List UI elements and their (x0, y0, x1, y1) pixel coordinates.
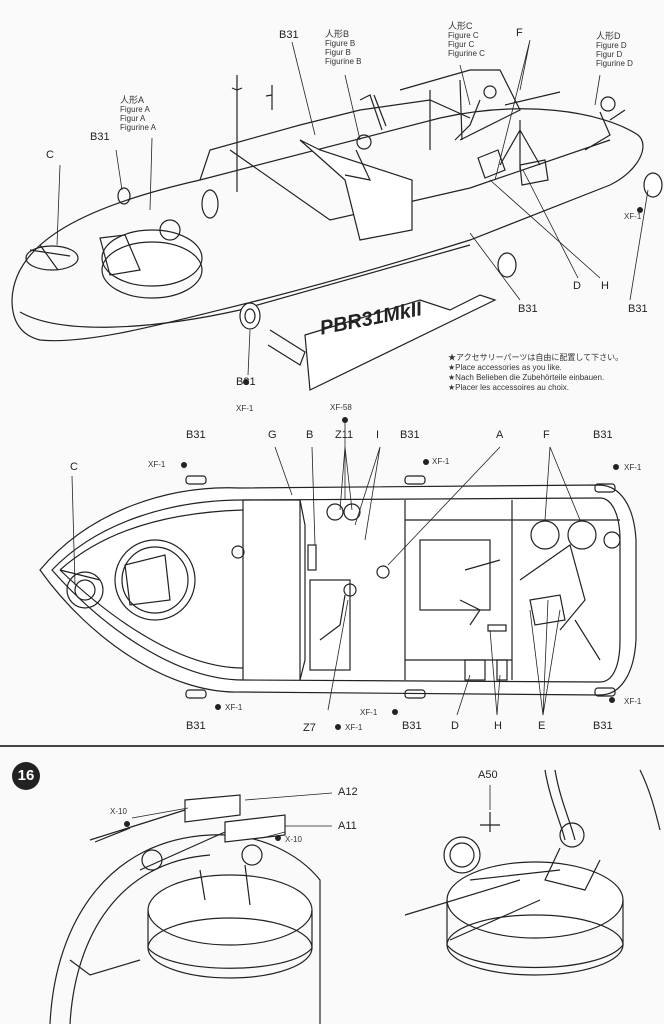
figure-c-callout: 人形C Figure C Figur C Figurine C (448, 21, 485, 59)
label-xf58: XF-58 (330, 403, 352, 412)
boat-plan-drawing (39, 475, 637, 699)
note-jp: ★アクセサリーパーツは自由に配置して下さい。 (448, 353, 624, 362)
figure-b-callout: 人形B Figure B Figur B Figurine B (325, 29, 362, 67)
label-a50: A50 (478, 769, 498, 781)
figure-c-de: Figur C (448, 40, 475, 49)
label-h-plan: H (494, 720, 502, 732)
figure-c-fr: Figurine C (448, 49, 485, 58)
label-xf1-plan-br: XF-1 (624, 697, 642, 706)
label-b31-plan-tr: B31 (593, 429, 613, 441)
figure-a-de: Figur A (120, 114, 146, 123)
figure-d-callout: 人形D Figure D Figur D Figurine D (596, 31, 633, 69)
label-a-plan: A (496, 429, 504, 441)
step16-turret-drawings (49, 769, 661, 1024)
label-b31-plan-bl: B31 (186, 720, 206, 732)
label-a11: A11 (338, 820, 357, 832)
label-b31-plan-tl: B31 (186, 429, 206, 441)
label-i-plan: I (376, 429, 380, 441)
label-xf1-plan-tr: XF-1 (624, 463, 642, 472)
label-d-top: D (573, 280, 581, 292)
label-e-plan: E (538, 720, 546, 732)
figure-b-en: Figure B (325, 39, 356, 48)
figure-b-de: Figur B (325, 48, 351, 57)
label-z7-plan: Z7 (303, 722, 316, 734)
figure-b-title: 人形B (325, 29, 350, 39)
label-x10-b: X-10 (285, 835, 302, 844)
figure-c-en: Figure C (448, 31, 479, 40)
label-z11-plan: Z11 (335, 429, 354, 441)
figure-a-title: 人形A (120, 95, 145, 105)
note-en: ★Place accessories as you like. (448, 363, 562, 372)
boat-perspective-drawing (11, 69, 663, 391)
leader-lines-step16 (131, 785, 491, 839)
figure-c-title: 人形C (448, 21, 473, 31)
figure-d-fr: Figurine D (596, 59, 633, 68)
figure-d-en: Figure D (596, 41, 627, 50)
label-b31-top: B31 (279, 29, 299, 41)
label-b31-left: B31 (90, 131, 110, 143)
label-xf1-plan-z7: XF-1 (345, 723, 363, 732)
figure-d-de: Figur D (596, 50, 623, 59)
label-xf1-plan-tm: XF-1 (432, 457, 450, 466)
label-b31-right: B31 (628, 303, 648, 315)
label-x10-a: X-10 (110, 807, 127, 816)
section-divider (0, 745, 664, 747)
label-xf1-plan-tl: XF-1 (148, 460, 166, 469)
figure-b-fr: Figurine B (325, 57, 362, 66)
label-b31-mid: B31 (518, 303, 538, 315)
label-f-plan: F (543, 429, 550, 441)
leader-lines-plan (71, 423, 581, 716)
label-b-plan: B (306, 429, 314, 441)
label-b31-plan-br: B31 (593, 720, 613, 732)
label-f-top: F (516, 27, 523, 39)
label-a12: A12 (338, 786, 358, 798)
label-xf1-plan-bm: XF-1 (360, 708, 378, 717)
figure-a-callout: 人形A Figure A Figur A Figurine A (120, 95, 157, 133)
label-b31-plan-tm: B31 (400, 429, 420, 441)
step-number-badge: 16 (12, 762, 40, 790)
label-xf1-right: XF-1 (624, 212, 642, 221)
figure-d-title: 人形D (596, 31, 621, 41)
figure-a-fr: Figurine A (120, 123, 157, 132)
label-b31-plan-bm: B31 (402, 720, 422, 732)
label-h-top: H (601, 280, 609, 292)
label-c-top: C (46, 149, 54, 161)
label-xf1-bottom: XF-1 (236, 404, 254, 413)
accessories-note: ★アクセサリーパーツは自由に配置して下さい。 ★Place accessorie… (448, 353, 623, 393)
label-xf1-plan-bl: XF-1 (225, 703, 243, 712)
label-g-plan: G (268, 429, 277, 441)
figure-a-en: Figure A (120, 105, 150, 114)
leader-lines-top (56, 39, 649, 376)
label-d-plan: D (451, 720, 459, 732)
note-fr: ★Placer les accessoires au choix. (448, 383, 569, 392)
note-de: ★Nach Belieben die Zubehörteile einbauen… (448, 373, 605, 382)
label-b31-bottom-front: B31 (236, 376, 256, 388)
label-c-plan: C (70, 461, 78, 473)
